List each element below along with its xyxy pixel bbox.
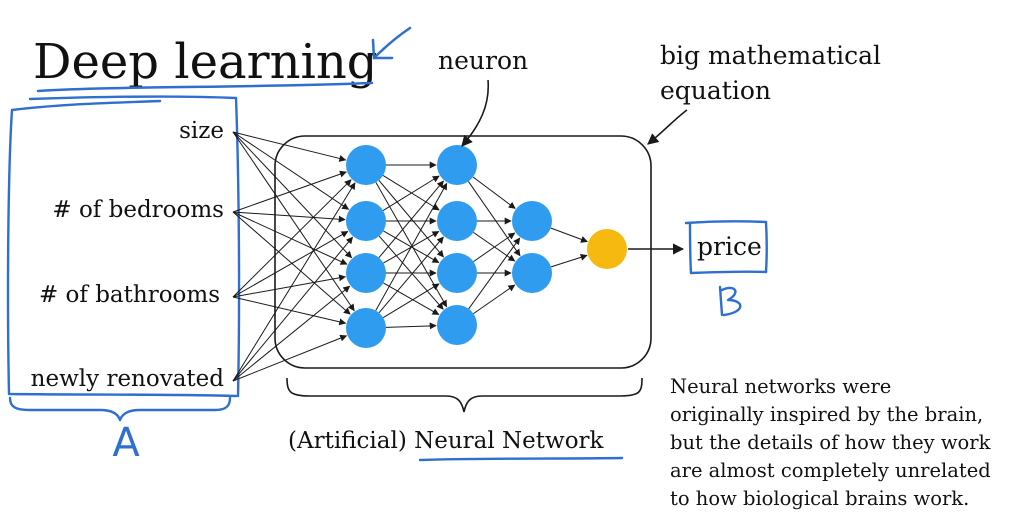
connection-l0-3-2: [232, 285, 351, 382]
connection-l3-1-0: [550, 253, 588, 268]
hidden-neuron-l1-1: [346, 201, 386, 241]
connection-l1-2-0: [378, 180, 444, 259]
input-group-handwritten-label: A: [112, 420, 140, 466]
connection-l1-2-3: [383, 282, 440, 316]
connection-l3-0-0: [550, 227, 588, 243]
input-group-brace: [8, 396, 232, 422]
network-label-underline: [418, 456, 624, 462]
connection-l0-2-3: [232, 296, 347, 326]
equation-label-line-1: big mathematical: [660, 41, 881, 70]
input-renovated: newly renovated: [31, 366, 225, 392]
connection-l0-0-1: [232, 131, 350, 210]
title-underline: [36, 81, 374, 93]
network-label-main: Neural Network: [414, 428, 604, 454]
neuron-label: neuron: [438, 46, 528, 75]
connection-l0-1-1: [232, 211, 346, 223]
network-label-prefix: (Artificial): [288, 428, 407, 454]
input-features: size # of bedrooms # of bathrooms newly …: [31, 118, 225, 392]
hidden-neuron-l3-1: [512, 253, 552, 293]
input-size: size: [179, 118, 224, 144]
hidden-neuron-l2-3: [437, 305, 477, 345]
connection-l1-3-1: [378, 236, 444, 314]
output-group-handwritten-text: B: [0, 0, 1, 1]
note-line-3: but the details of how they work: [670, 431, 991, 454]
hidden-neuron-l3-0: [512, 201, 552, 241]
connection-l2-2-0: [473, 232, 516, 263]
equation-label-line-2: equation: [660, 76, 771, 105]
note-line-4: are almost completely unrelated: [670, 459, 991, 482]
connection-l0-3-0: [232, 182, 356, 382]
connection-l0-3-3: [232, 334, 348, 382]
output-price-label: price: [697, 232, 762, 261]
note-line-1: Neural networks were: [670, 375, 891, 398]
connection-l0-0-3: [232, 131, 355, 312]
hidden-neuron-l2-2: [437, 253, 477, 293]
connection-l2-0-1: [467, 181, 521, 257]
note-text: Neural networks were originally inspired…: [670, 375, 991, 510]
note-line-2: originally inspired by the brain,: [670, 403, 983, 426]
equation-pointer-arrow: [647, 109, 688, 145]
title-pointer-arrow: [371, 26, 412, 60]
output-neuron: [587, 229, 627, 269]
input-bedrooms: # of bedrooms: [52, 197, 224, 223]
hidden-neuron-l1-3: [346, 308, 386, 348]
connection-l2-0-0: [472, 176, 516, 209]
connection-l0-2-1: [232, 230, 349, 298]
connection-l1-3-0: [375, 182, 448, 311]
connection-l0-2-0: [232, 179, 352, 298]
connection-l2-3-1: [473, 284, 516, 315]
hidden-neuron-l2-0: [437, 145, 477, 185]
output-group-handwritten-label: [718, 285, 742, 317]
connection-l0-1-2: [232, 211, 348, 265]
hidden-neuron-l1-2: [346, 253, 386, 293]
connection-l0-0-2: [232, 131, 353, 259]
connection-l0-1-0: [232, 170, 347, 213]
input-bathrooms: # of bathrooms: [39, 282, 220, 308]
connection-l1-3-2: [382, 283, 440, 319]
input-group-box: [6, 95, 241, 398]
connection-l0-0-0: [232, 131, 347, 162]
network-brace: [286, 377, 643, 413]
network-neurons: [346, 145, 627, 348]
hidden-neuron-l1-0: [346, 145, 386, 185]
connection-l0-3-1: [232, 236, 354, 382]
hidden-neuron-l2-1: [437, 201, 477, 241]
connection-l0-2-2: [232, 274, 347, 298]
connection-l2-3-0: [468, 237, 521, 310]
note-line-5: to how biological brains work.: [670, 487, 969, 510]
network-label: (Artificial) Neural Network: [288, 428, 605, 454]
output-group-box: [684, 220, 768, 275]
slide-title: Deep learning: [33, 34, 378, 90]
connection-l1-1-0: [382, 175, 440, 211]
network-connections: [232, 131, 588, 382]
neuron-pointer-arrow: [461, 79, 490, 147]
connection-l1-3-3: [385, 322, 437, 330]
